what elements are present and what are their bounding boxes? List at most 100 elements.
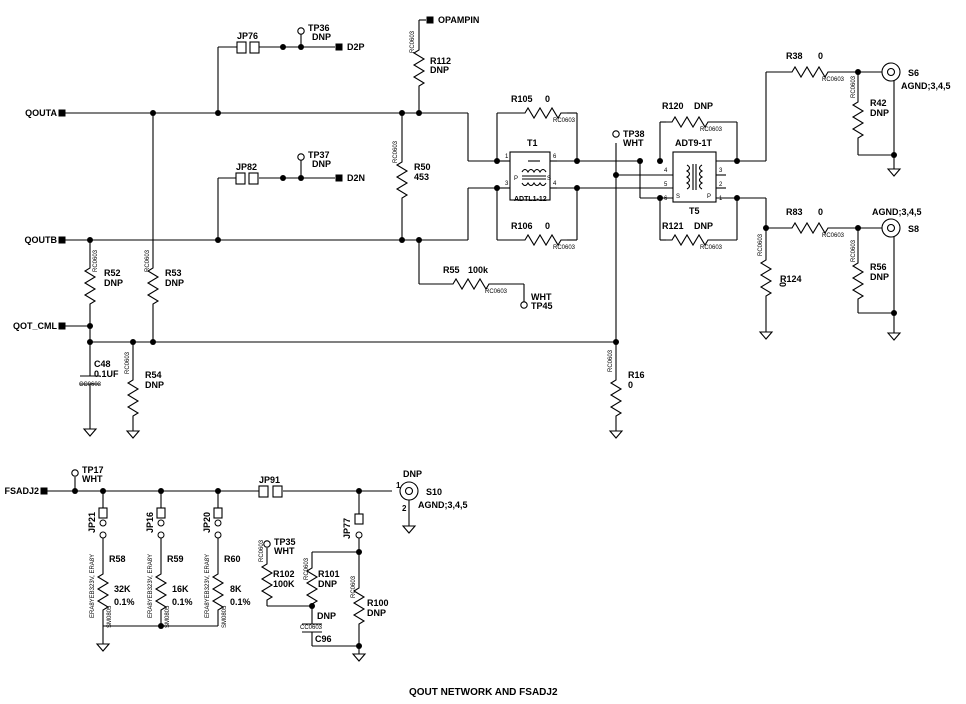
tp38-val: WHT [623, 138, 644, 148]
t5-pin4: 4 [664, 168, 668, 174]
t1-pin4: 4 [553, 181, 557, 187]
s10-val: DNP [403, 469, 422, 479]
qoutb-label: QOUTB [25, 235, 58, 245]
junctions [87, 44, 897, 345]
r38-ref: R38 [786, 51, 803, 61]
jp77-label: JP77 [342, 518, 352, 539]
r16-ref: R16 [628, 370, 645, 380]
r42-ref: R42 [870, 98, 887, 108]
top-wires [64, 19, 895, 425]
r55-resistor [446, 278, 496, 290]
jp91-jumper [258, 485, 283, 498]
r54-ref: R54 [145, 370, 162, 380]
s6-gnd: AGND;3,4,5 [901, 81, 951, 91]
c48-ref: C48 [94, 359, 111, 369]
ground-symbol [887, 162, 901, 177]
t1-pin6: 6 [553, 154, 557, 160]
qoutb-port [58, 236, 66, 244]
r60-tol: 0.1% [230, 597, 251, 607]
jp82-label: JP82 [236, 162, 257, 172]
t5-pin3: 3 [719, 168, 723, 174]
r59-pkg: ERA8YEB323V, ERA8Y [148, 554, 154, 618]
r121-resistor [665, 234, 715, 246]
tp45-testpoint [520, 301, 528, 309]
t1-ref: T1 [527, 138, 538, 148]
t1-pin3: 3 [505, 181, 509, 187]
r56-ref: R56 [870, 262, 887, 272]
d2n-port [335, 174, 343, 182]
jp76-label: JP76 [237, 31, 258, 41]
r121-pkg: RC0603 [700, 245, 723, 251]
r52-pkg: RC0603 [93, 249, 99, 272]
tp36-val: DNP [312, 32, 331, 42]
r42-pkg: RC0603 [851, 75, 857, 98]
r50-val: 453 [414, 172, 429, 182]
top-components [58, 16, 901, 439]
r54-resistor [127, 373, 139, 423]
s10-pin2: 2 [402, 504, 407, 513]
tp36-ref: TP36 [308, 23, 330, 33]
c96-val: DNP [317, 611, 336, 621]
jp20-jumper [213, 507, 223, 539]
r53-pkg: RC0603 [145, 249, 151, 272]
r60-ref: R60 [224, 554, 241, 564]
r105-ref: R105 [511, 94, 533, 104]
r60-pkg: ERA8YEB323V, ERA8Y [205, 554, 211, 618]
r112-ref: R112 [430, 56, 451, 66]
c48-capacitor [80, 375, 100, 385]
r102-resistor [261, 557, 273, 607]
page-title: QOUT NETWORK AND FSADJ2 [409, 687, 558, 698]
r121-ref: R121 [662, 221, 684, 231]
t5-pin6: 6 [664, 196, 668, 202]
r120-resistor [665, 116, 715, 128]
r83-ref: R83 [786, 207, 803, 217]
qouta-label: QOUTA [25, 108, 57, 118]
s10-gnd: AGND;3,4,5 [418, 500, 468, 510]
fsadj2-port [40, 487, 48, 495]
r59-val: 16K [172, 584, 189, 594]
t1-part: ADTL1-12 [514, 196, 547, 203]
tp37-val: DNP [312, 159, 331, 169]
s6-connector [881, 62, 901, 82]
jp21-jumper [98, 507, 108, 539]
tp37-ref: TP37 [308, 150, 330, 160]
t5-s: S [676, 194, 680, 200]
r105-pkg: RC0603 [553, 118, 576, 124]
qot-cml-label: QOT_CML [13, 321, 58, 331]
c48-pkg: CC0603 [79, 382, 102, 388]
t5-ref: T5 [689, 206, 700, 216]
r102-pkg: RC0603 [259, 539, 265, 562]
r112-val: DNP [430, 65, 449, 75]
jp76-jumper [236, 41, 260, 54]
ground-symbol [126, 424, 140, 439]
ground-symbol [887, 326, 901, 341]
r53-ref: R53 [165, 268, 182, 278]
tp17-ref: TP17 [82, 465, 104, 475]
r52-ref: R52 [104, 268, 121, 278]
c96-pkg: CC0603 [300, 625, 323, 631]
r58-pkg: ERA8YEB323V, ERA8Y [90, 554, 96, 618]
r16-val: 0 [628, 380, 633, 390]
r38-pkg: RC0603 [822, 77, 845, 83]
jp16-label: JP16 [145, 512, 155, 533]
r83-pkg: RC0603 [822, 233, 845, 239]
r112-pkg: RC0603 [410, 30, 416, 53]
opampin-label: OPAMPIN [438, 15, 479, 25]
r124-pkg: RC0603 [758, 233, 764, 256]
tp45-ref: TP45 [531, 301, 553, 311]
r16-pkg: RC0603 [608, 349, 614, 372]
r59-smd: SM0805 [165, 605, 171, 628]
r101-val: DNP [318, 579, 337, 589]
r53-val: DNP [165, 278, 184, 288]
r56-pkg: RC0603 [851, 239, 857, 262]
r105-resistor [518, 107, 568, 119]
r121-val: DNP [694, 221, 713, 231]
c96-ref: C96 [315, 634, 332, 644]
r54-val: DNP [145, 380, 164, 390]
s6-ref: S6 [908, 68, 919, 78]
r60-val: 8K [230, 584, 242, 594]
tp17-testpoint [71, 469, 79, 477]
s8-connector [881, 218, 901, 238]
r124-resistor [760, 253, 772, 303]
r120-ref: R120 [662, 101, 684, 111]
